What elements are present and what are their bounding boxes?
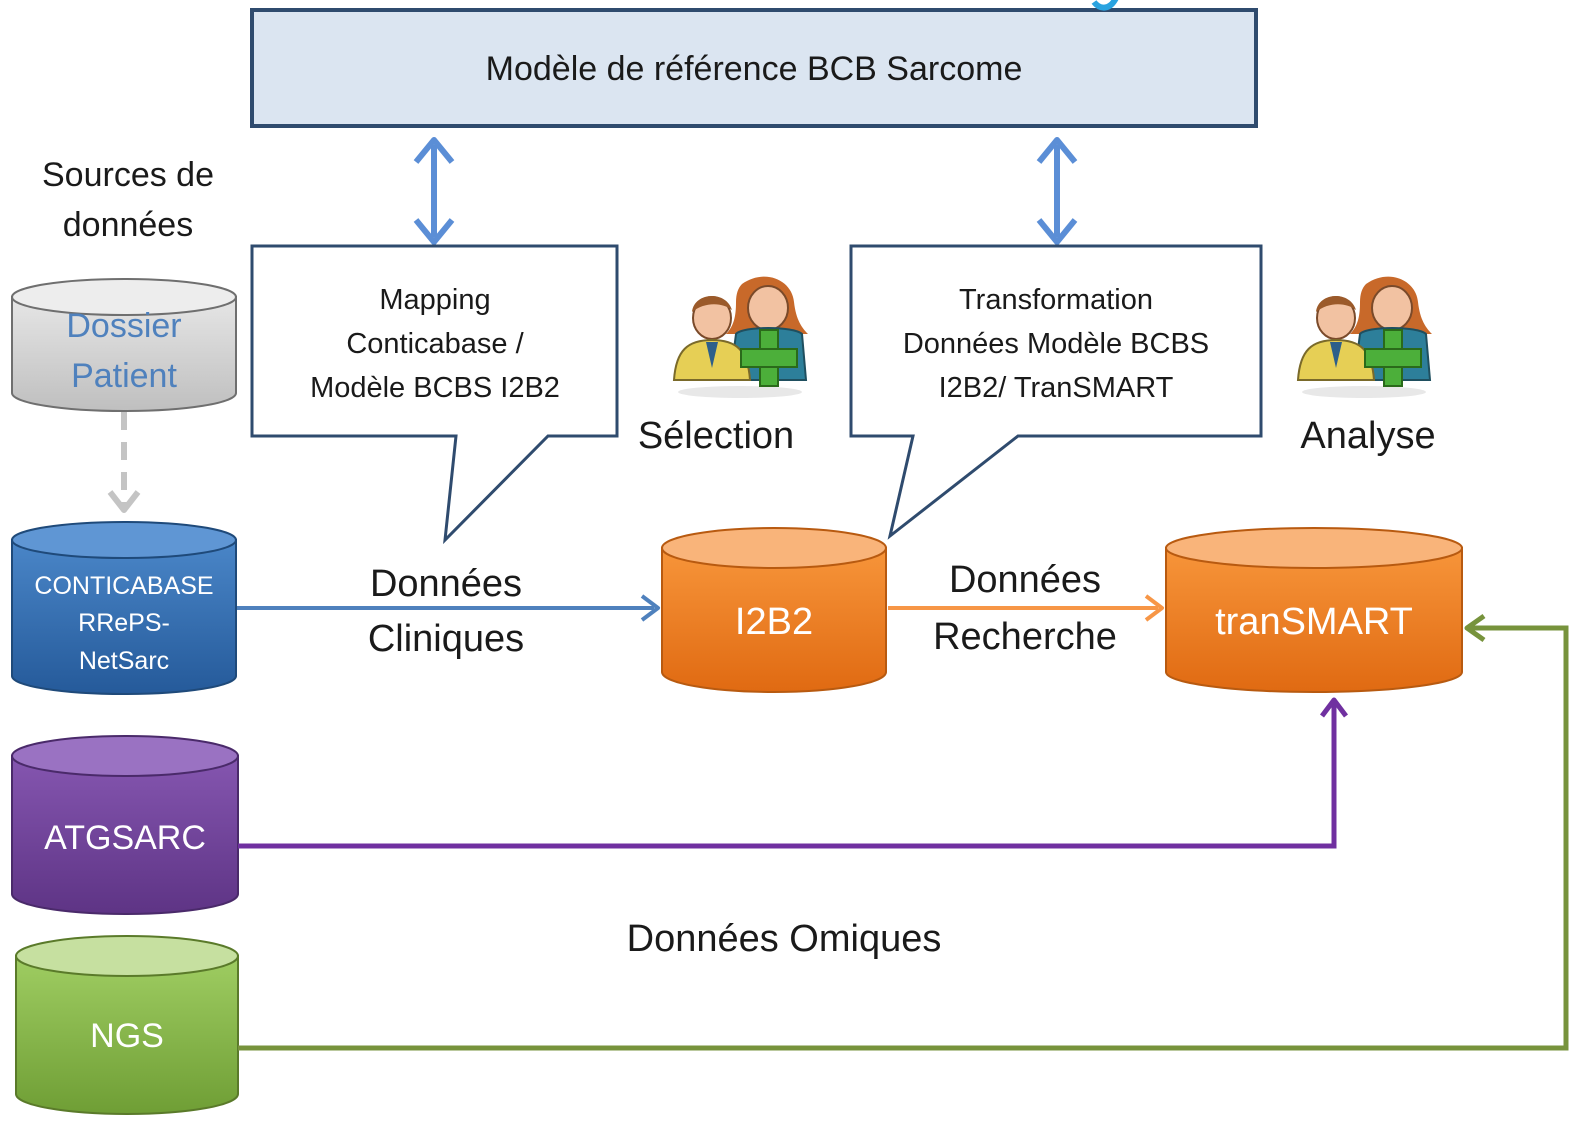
selection-label: Sélection: [638, 415, 794, 457]
transformation-line3: I2B2/ TranSMART: [939, 372, 1174, 404]
mapping-line1: Mapping: [379, 284, 490, 316]
decorative-arc: [1091, 0, 1119, 11]
research-data-arrow: [888, 594, 1164, 622]
transmart-label: tranSMART: [1215, 601, 1413, 643]
double-arrow-transformation: [1036, 137, 1078, 245]
ngs-label: NGS: [90, 1017, 164, 1055]
dossier-line2: Patient: [71, 357, 177, 395]
dossier-line1: Dossier: [66, 307, 181, 345]
atgsarc-db: ATGSARC: [11, 735, 239, 915]
mapping-line3: Modèle BCBS I2B2: [310, 372, 560, 404]
transformation-line1: Transformation: [959, 284, 1153, 316]
transmart-db: tranSMART: [1165, 527, 1463, 693]
ngs-connector: [238, 613, 1569, 1051]
i2b2-db: I2B2: [661, 527, 887, 693]
double-arrow-mapping: [413, 137, 455, 245]
omics-label: Données Omiques: [627, 918, 942, 960]
mapping-callout: Mapping Conticabase / Modèle BCBS I2B2: [250, 244, 619, 545]
users-add-icon: [672, 276, 808, 398]
dossier-patient-db: Dossier Patient: [11, 278, 237, 412]
atgsarc-label: ATGSARC: [44, 819, 206, 857]
i2b2-label: I2B2: [735, 601, 813, 643]
conticabase-line1: CONTICABASE: [34, 572, 213, 600]
clinical-label-line2: Cliniques: [368, 618, 524, 660]
clinical-data-arrow: [237, 594, 660, 622]
users-add-icon: [1296, 276, 1432, 398]
analyse-label: Analyse: [1300, 415, 1435, 457]
mapping-line2: Conticabase /: [346, 328, 524, 360]
sources-title-line1: Sources de: [42, 156, 214, 194]
reference-model-box: Modèle de référence BCB Sarcome: [250, 8, 1258, 128]
research-label-line2: Recherche: [933, 616, 1117, 658]
sources-title-line2: données: [63, 206, 193, 244]
conticabase-line3: NetSarc: [79, 647, 169, 675]
transformation-callout: Transformation Données Modèle BCBS I2B2/…: [849, 244, 1263, 540]
conticabase-db: CONTICABASE RRePS- NetSarc: [11, 521, 237, 695]
research-label-line1: Données: [949, 559, 1101, 601]
dashed-arrow-dossier: [107, 412, 141, 513]
conticabase-line2: RRePS-: [78, 609, 170, 637]
atgsarc-connector: [238, 697, 1348, 849]
transformation-line2: Données Modèle BCBS: [903, 328, 1209, 360]
ngs-db: NGS: [15, 935, 239, 1115]
clinical-label-line1: Données: [370, 563, 522, 605]
reference-model-label: Modèle de référence BCB Sarcome: [486, 50, 1023, 88]
